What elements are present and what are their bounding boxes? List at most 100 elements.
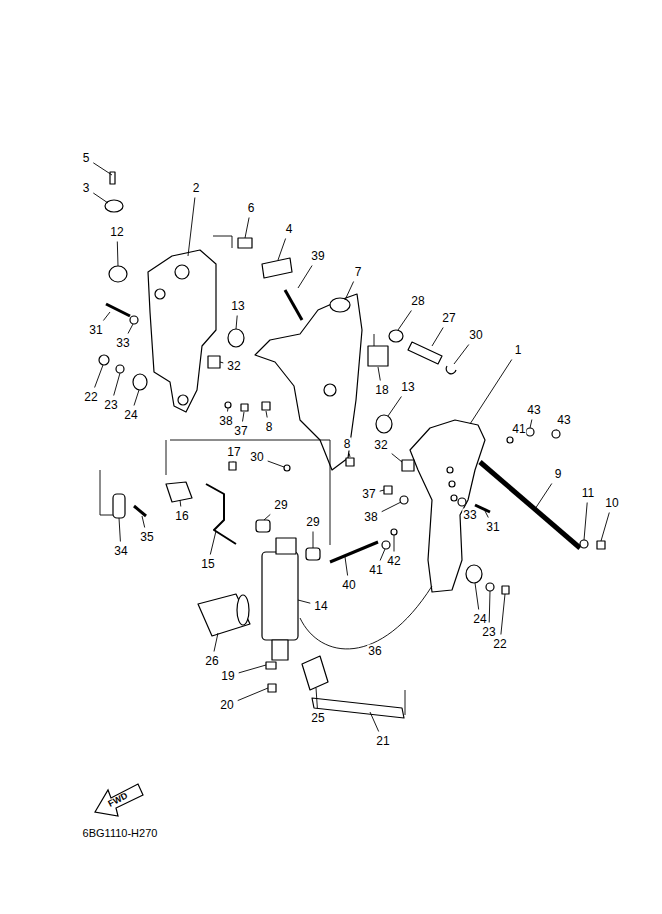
callout-number: 17 [226, 446, 241, 459]
callout-number: 13 [400, 381, 415, 394]
leader-line [220, 362, 223, 364]
leader-line [236, 316, 237, 330]
leader-line [117, 242, 119, 267]
leader-line [316, 688, 317, 709]
leader-line [298, 600, 310, 603]
leader-line [349, 454, 351, 458]
callout-number: 11 [581, 487, 595, 500]
leader-line [530, 420, 532, 429]
leader-line [278, 239, 286, 261]
leader-line [470, 360, 512, 425]
callout-number: 34 [113, 545, 128, 558]
leader-line [93, 163, 112, 175]
leader-line [266, 411, 267, 418]
callout-number: 16 [174, 510, 189, 523]
leader-line [114, 373, 120, 396]
leader-line [398, 311, 411, 331]
leader-line [454, 345, 469, 365]
callout-number: 7 [354, 266, 363, 279]
leader-line [233, 461, 234, 463]
callout-number: 30 [468, 329, 483, 342]
leader-line [93, 193, 108, 203]
callout-number: 24 [472, 613, 487, 626]
leader-line [489, 591, 491, 623]
leader-line [180, 500, 182, 507]
callout-number: 43 [556, 414, 571, 427]
callout-number: 30 [249, 451, 264, 464]
leader-line [345, 282, 354, 301]
leader-line [313, 532, 314, 549]
leader-line [119, 518, 120, 542]
callout-number: 8 [343, 438, 352, 451]
callout-number: 38 [218, 415, 233, 428]
callout-number: 19 [220, 670, 235, 683]
callout-number: 37 [233, 425, 248, 438]
leader-line [210, 531, 216, 555]
callout-number: 36 [367, 645, 382, 658]
callout-number: 33 [462, 509, 477, 522]
leader-line [535, 484, 552, 510]
callout-number: 40 [341, 579, 356, 592]
leader-line [380, 549, 385, 561]
leader-line [501, 594, 505, 635]
leader-line [214, 633, 218, 652]
callout-number: 6 [247, 202, 256, 215]
leader-line [298, 266, 312, 289]
callout-number: 32 [373, 439, 388, 452]
callout-number: 41 [368, 564, 383, 577]
leader-line [238, 688, 268, 701]
callout-number: 14 [313, 600, 328, 613]
callout-number: 21 [375, 735, 390, 748]
callout-number: 41 [511, 423, 526, 436]
leader-line [227, 408, 229, 412]
leader-line [95, 365, 103, 388]
leader-line [392, 454, 402, 462]
callout-number: 8 [265, 421, 274, 434]
leader-line [345, 557, 348, 576]
leader-line [134, 390, 139, 406]
leader-line [378, 367, 380, 381]
leader-line [245, 218, 249, 239]
callout-number: 38 [363, 511, 378, 524]
leader-line [475, 583, 479, 610]
callout-number: 22 [83, 391, 98, 404]
callout-number: 18 [374, 384, 389, 397]
callout-number: 15 [200, 558, 215, 571]
leader-line [239, 665, 266, 673]
leader-line [370, 712, 379, 732]
callout-number: 2 [192, 182, 201, 195]
callout-number: 29 [273, 499, 288, 512]
callout-number: 23 [103, 399, 118, 412]
leader-line [264, 514, 270, 520]
callout-number: 31 [88, 324, 103, 337]
leader-line [268, 461, 284, 467]
callout-number: 37 [361, 488, 376, 501]
callout-number: 28 [410, 295, 425, 308]
leader-line [394, 535, 395, 552]
leader-line [243, 412, 245, 422]
callout-number: 12 [109, 226, 124, 239]
leader-line [432, 328, 443, 347]
leader-line [556, 429, 557, 431]
callout-number: 4 [285, 223, 294, 236]
leader-line [380, 490, 384, 491]
callout-number: 27 [441, 312, 456, 325]
leader-line [601, 513, 609, 542]
leader-line [584, 503, 587, 541]
callout-number: 13 [230, 300, 245, 313]
leader-line [188, 198, 195, 257]
callout-number: 10 [604, 497, 619, 510]
callout-number: 31 [485, 521, 500, 534]
callout-number: 42 [386, 555, 401, 568]
callout-number: 29 [305, 516, 320, 529]
leader-line [382, 502, 401, 512]
callout-number: 20 [219, 699, 234, 712]
callout-number: 25 [310, 712, 325, 725]
drawing-code: 6BG1110-H270 [82, 827, 159, 840]
callout-number: 33 [115, 337, 130, 350]
leader-line [388, 397, 401, 417]
callout-number: 1 [514, 344, 523, 357]
